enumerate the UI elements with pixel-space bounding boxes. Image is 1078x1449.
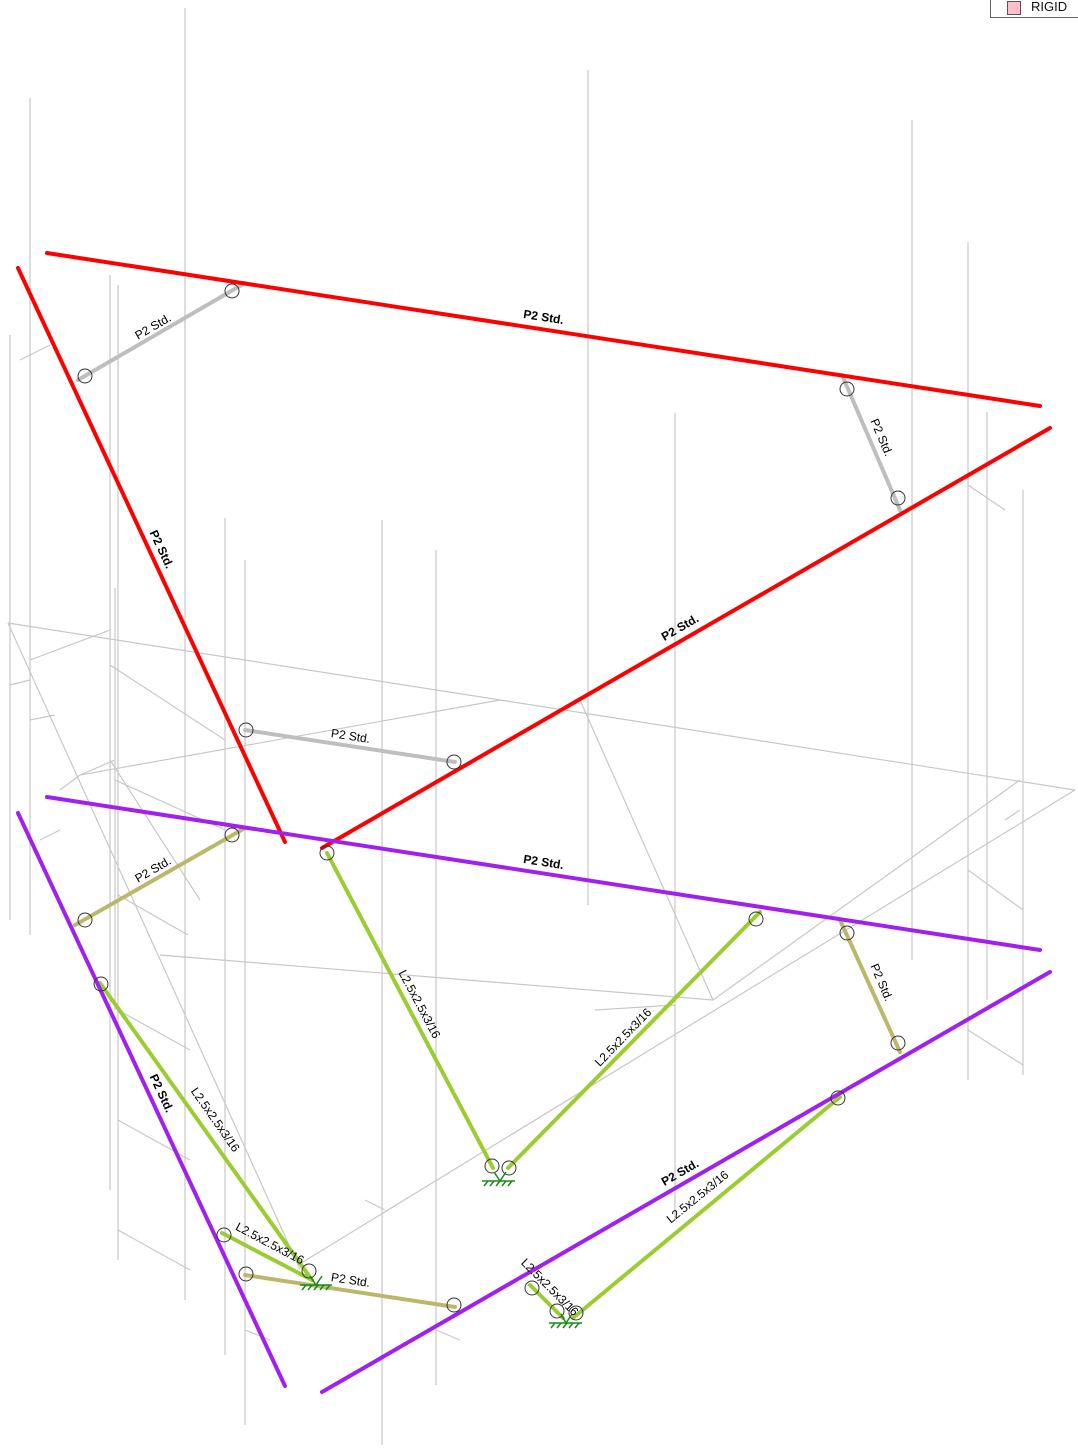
support-pin-icon [482,1171,515,1187]
member-label: P2 Std. [330,1270,371,1290]
legend: RIGID [990,0,1078,18]
gray-members [76,281,902,764]
green-members [98,851,842,1320]
rigid-swatch [1007,1,1021,15]
member-label: P2 Std. [147,528,177,571]
purple-members [16,795,1052,1394]
support-pin-icon [300,1275,332,1291]
member-label: P2 Std. [147,1072,177,1115]
member-label: L2.5x2.5x3/16 [592,1005,655,1069]
member-label: P2 Std. [522,852,564,872]
support-symbols [300,1171,582,1329]
member-label: P2 Std. [522,307,564,327]
joint-circles [77,283,906,1321]
member-label: P2 Std. [330,726,371,746]
member-label: P2 Std. [868,417,896,459]
member-label: P2 Std. [868,962,896,1004]
red-members [16,251,1052,850]
legend-label: RIGID [1031,0,1068,14]
background-frame [7,8,1076,1445]
support-pin-icon [549,1313,582,1329]
member-label: P2 Std. [659,611,701,643]
khaki-members [73,826,902,1309]
